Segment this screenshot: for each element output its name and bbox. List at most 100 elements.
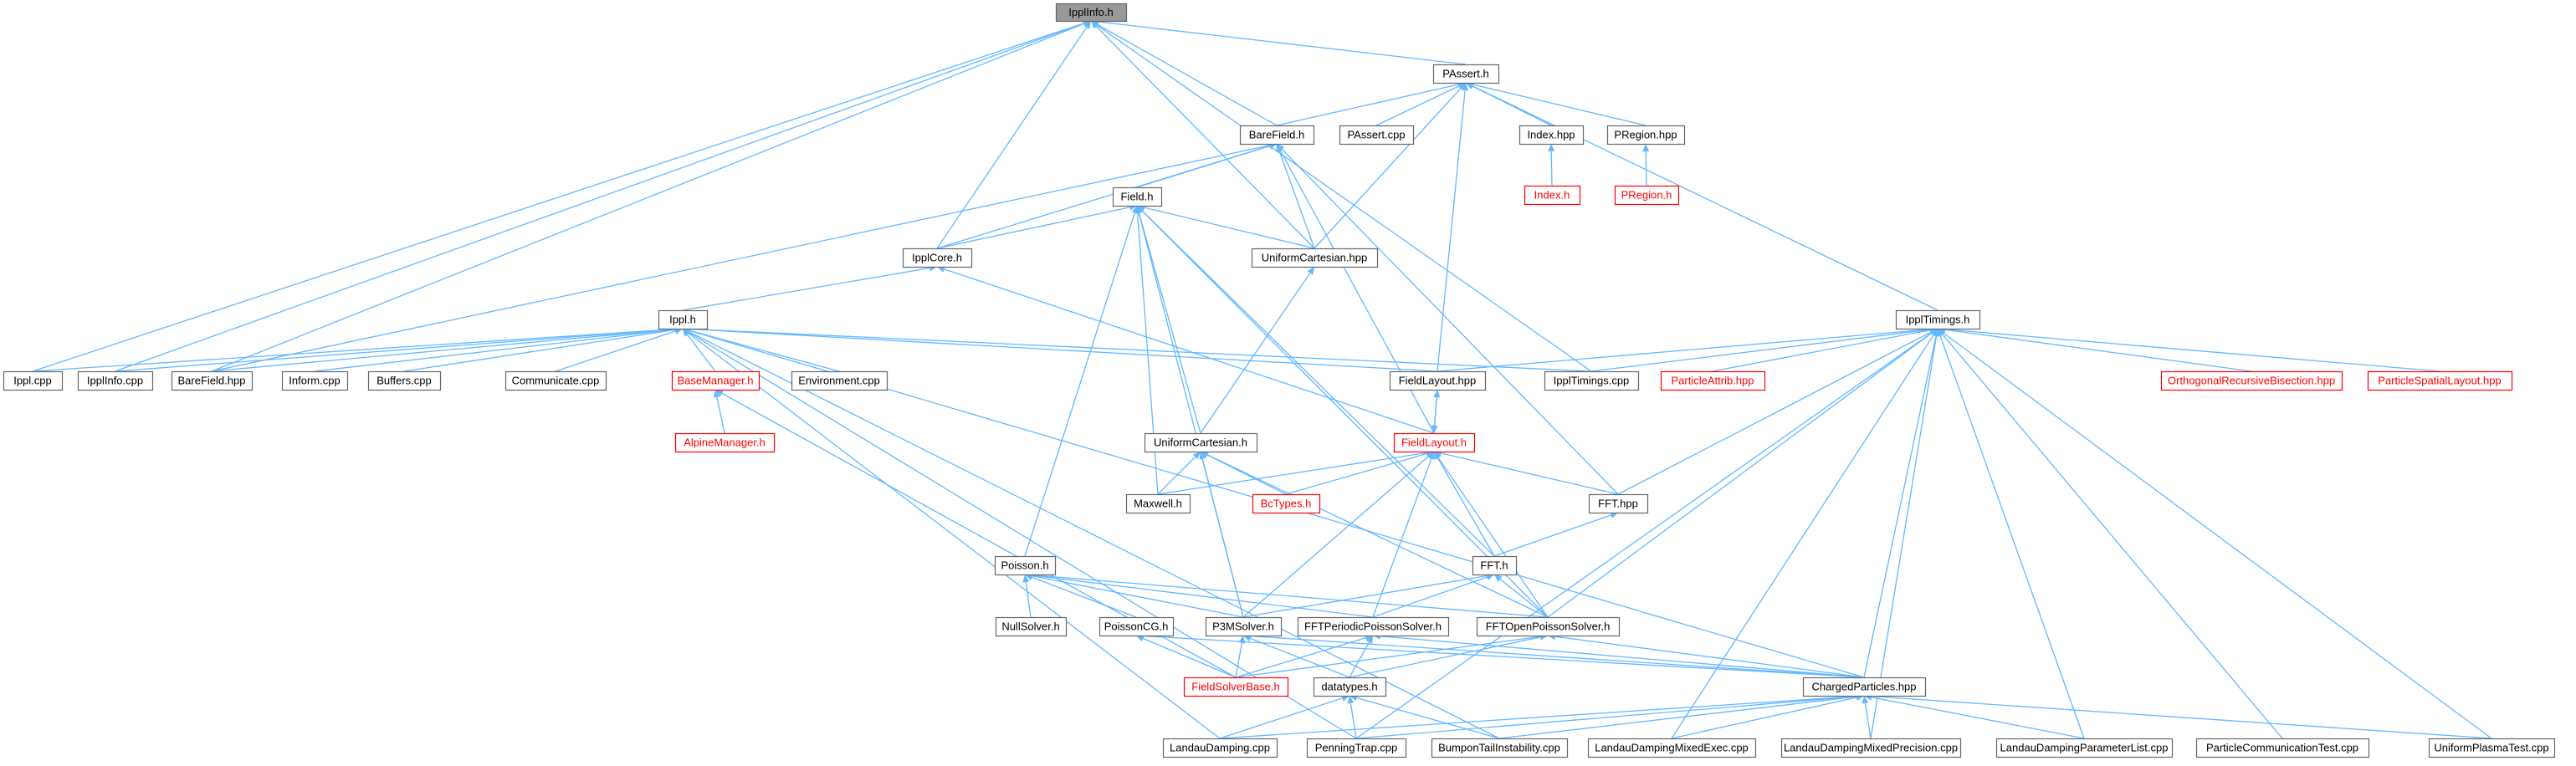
edge-line bbox=[1281, 148, 1619, 495]
node-pregion-hpp[interactable]: PRegion.hpp bbox=[1606, 125, 1686, 146]
edge-line bbox=[1242, 456, 1429, 618]
node-label: BumponTailInstability.cpp bbox=[1438, 742, 1560, 754]
node-fieldsolverbase-h[interactable]: FieldSolverBase.h bbox=[1183, 677, 1289, 697]
edge-landaudampingmixedexec-cpp-to-chargedparticles-hpp bbox=[1671, 694, 1864, 739]
edge-line bbox=[1032, 574, 1549, 618]
node-ippltimings-h[interactable]: IpplTimings.h bbox=[1895, 309, 1981, 330]
node-field-h[interactable]: Field.h bbox=[1112, 186, 1163, 207]
node-poissoncg-h[interactable]: PoissonCG.h bbox=[1099, 616, 1175, 637]
edge-line bbox=[1201, 458, 1244, 618]
node-landaudamping-cpp[interactable]: LandauDamping.cpp bbox=[1162, 738, 1278, 758]
edge-line bbox=[682, 267, 930, 311]
node-uniformcartesian-h[interactable]: UniformCartesian.h bbox=[1144, 432, 1258, 453]
node-buffers-cpp[interactable]: Buffers.cpp bbox=[367, 370, 442, 391]
node-penningtrap-cpp[interactable]: PenningTrap.cpp bbox=[1306, 738, 1407, 758]
node-basemanager-h[interactable]: BaseManager.h bbox=[671, 370, 761, 391]
node-alpinemanager-h[interactable]: AlpineManager.h bbox=[674, 432, 776, 453]
node-box bbox=[1432, 64, 1500, 84]
node-landaudampingmixedexec-cpp[interactable]: LandauDampingMixedExec.cpp bbox=[1587, 738, 1757, 758]
arrowhead-icon bbox=[1462, 83, 1469, 91]
node-environment-cpp[interactable]: Environment.cpp bbox=[791, 370, 889, 391]
edge-fftperiodicpoissonsolver-h-to-fft-h bbox=[1372, 574, 1494, 618]
node-ipplinfo-cpp[interactable]: IpplInfo.cpp bbox=[77, 370, 154, 391]
node-box bbox=[995, 616, 1068, 637]
edge-p3msolver-h-to-fieldlayout-h bbox=[1242, 452, 1434, 618]
node-ippl-cpp[interactable]: Ippl.cpp bbox=[3, 370, 64, 391]
edge-uniformcartesian-hpp-to-field-h bbox=[1137, 204, 1315, 249]
node-barefield-hpp[interactable]: BareField.hpp bbox=[171, 370, 254, 391]
node-index-h[interactable]: Index.h bbox=[1524, 185, 1581, 206]
node-fft-hpp[interactable]: FFT.hpp bbox=[1588, 493, 1649, 514]
edge-fieldsolverbase-h-to-p3msolver-h bbox=[1235, 636, 1246, 678]
node-box bbox=[2160, 370, 2343, 391]
node-label: UniformCartesian.hpp bbox=[1262, 252, 1367, 264]
node-passert-cpp[interactable]: PAssert.cpp bbox=[1339, 125, 1415, 146]
node-particlecommunicationtest-cpp[interactable]: ParticleCommunicationTest.cpp bbox=[2195, 738, 2370, 758]
edge-line bbox=[1250, 635, 1865, 678]
node-box bbox=[504, 370, 607, 391]
node-box bbox=[2428, 738, 2556, 758]
node-barefield-h[interactable]: BareField.h bbox=[1239, 125, 1315, 146]
edge-line bbox=[1944, 329, 2252, 372]
node-label: PAssert.cpp bbox=[1347, 129, 1405, 141]
node-index-hpp[interactable]: Index.hpp bbox=[1518, 125, 1585, 146]
node-box bbox=[1389, 370, 1487, 391]
node-particleattrib-hpp[interactable]: ParticleAttrib.hpp bbox=[1660, 370, 1766, 391]
node-label: FFT.h bbox=[1480, 559, 1508, 572]
node-box bbox=[281, 370, 349, 391]
node-particlespatiallayout-hpp[interactable]: ParticleSpatialLayout.hpp bbox=[2367, 370, 2513, 391]
node-uniformcartesian-hpp[interactable]: UniformCartesian.hpp bbox=[1251, 248, 1379, 268]
node-label: Communicate.cpp bbox=[512, 375, 600, 387]
arrowhead-icon bbox=[1434, 452, 1442, 460]
edge-line bbox=[1871, 695, 2492, 739]
node-p3msolver-h[interactable]: P3MSolver.h bbox=[1205, 616, 1283, 637]
node-bctypes-h[interactable]: BcTypes.h bbox=[1252, 493, 1321, 514]
edge-line bbox=[211, 23, 1084, 372]
node-label: UniformCartesian.h bbox=[1154, 437, 1247, 449]
node-passert-h[interactable]: PAssert.h bbox=[1432, 64, 1500, 84]
edge-line bbox=[689, 331, 1500, 739]
node-bumpontailinstability-cpp[interactable]: BumponTailInstability.cpp bbox=[1431, 738, 1569, 758]
node-box bbox=[77, 370, 154, 391]
node-inform-cpp[interactable]: Inform.cpp bbox=[281, 370, 349, 391]
node-fftopenpoissonsolver-h[interactable]: FFTOpenPoissonSolver.h bbox=[1476, 616, 1621, 637]
node-label: IpplInfo.cpp bbox=[87, 375, 143, 387]
edge-nullsolver-h-to-poisson-h bbox=[1022, 574, 1032, 618]
node-box bbox=[1606, 125, 1686, 146]
arrowhead-icon bbox=[1347, 696, 1355, 704]
edge-line bbox=[1942, 334, 2283, 739]
node-fftperiodicpoissonsolver-h[interactable]: FFTPeriodicPoissonSolver.h bbox=[1297, 616, 1450, 637]
node-uniformplasmatest-cpp[interactable]: UniformPlasmaTest.cpp bbox=[2428, 738, 2556, 758]
node-box bbox=[674, 432, 776, 453]
node-poisson-h[interactable]: Poisson.h bbox=[994, 555, 1057, 576]
node-landaudampingparameterlist-cpp[interactable]: LandauDampingParameterList.cpp bbox=[1995, 738, 2174, 758]
node-ippl-h[interactable]: Ippl.h bbox=[658, 309, 709, 330]
edge-line bbox=[1097, 23, 1278, 126]
arrowhead-icon bbox=[1083, 21, 1091, 29]
edge-line bbox=[211, 145, 1270, 372]
edge-poissoncg-h-to-poisson-h bbox=[1025, 574, 1137, 618]
arrowhead-icon bbox=[1938, 329, 1946, 336]
node-fft-h[interactable]: FFT.h bbox=[1472, 555, 1518, 576]
edge-line bbox=[1863, 335, 1937, 678]
node-orthogonalrecursivebisection-hpp[interactable]: OrthogonalRecursiveBisection.hpp bbox=[2160, 370, 2343, 391]
node-datatypes-h[interactable]: datatypes.h bbox=[1313, 677, 1387, 697]
edge-line bbox=[1219, 695, 1857, 739]
node-pregion-h[interactable]: PRegion.h bbox=[1614, 185, 1680, 206]
node-ippltimings-cpp[interactable]: IpplTimings.cpp bbox=[1544, 370, 1640, 391]
node-fieldlayout-hpp[interactable]: FieldLayout.hpp bbox=[1389, 370, 1487, 391]
edge-line bbox=[1279, 150, 1435, 434]
node-fieldlayout-h[interactable]: FieldLayout.h bbox=[1393, 432, 1476, 453]
node-ipplcore-h[interactable]: IpplCore.h bbox=[902, 248, 973, 268]
node-maxwell-h[interactable]: Maxwell.h bbox=[1125, 493, 1191, 514]
edge-line bbox=[1550, 151, 1553, 186]
edge-line bbox=[1144, 207, 1315, 249]
edge-landaudampingmixedprecision-cpp-to-ippltimings-h bbox=[1870, 329, 1940, 739]
node-box bbox=[1780, 738, 1962, 758]
node-communicate-cpp[interactable]: Communicate.cpp bbox=[504, 370, 607, 391]
node-nullsolver-h[interactable]: NullSolver.h bbox=[995, 616, 1068, 637]
node-chargedparticles-hpp[interactable]: ChargedParticles.hpp bbox=[1802, 677, 1927, 697]
node-landaudampingmixedprecision-cpp[interactable]: LandauDampingMixedPrecision.cpp bbox=[1780, 738, 1962, 758]
edge-maxwell-h-to-uniformcartesian-h bbox=[1157, 452, 1201, 495]
edge-line bbox=[1206, 454, 1549, 618]
